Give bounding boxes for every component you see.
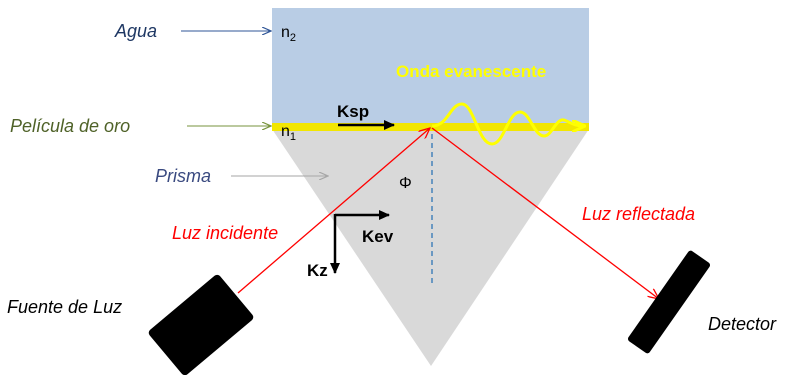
gold-film — [272, 123, 589, 131]
detector-box — [627, 250, 711, 354]
ksp-label: Ksp — [337, 102, 369, 121]
n2-sub: 2 — [290, 32, 296, 44]
fuente-label: Fuente de Luz — [7, 297, 122, 317]
luz-reflectada-label: Luz reflectada — [582, 204, 695, 224]
kev-label: Kev — [362, 227, 394, 246]
phi-label: Φ — [399, 175, 412, 192]
prisma-label: Prisma — [155, 166, 211, 186]
n2-label: n2 — [281, 24, 296, 44]
prism-shape — [272, 129, 589, 366]
detector-label: Detector — [708, 314, 777, 334]
kz-label: Kz — [307, 261, 328, 280]
n1-base: n — [281, 123, 290, 140]
luz-incidente-label: Luz incidente — [172, 223, 278, 243]
evanescent-wave — [431, 102, 584, 146]
n2-base: n — [281, 24, 290, 41]
light-source — [148, 274, 254, 375]
pelicula-label: Película de oro — [10, 116, 130, 136]
n1-sub: 1 — [290, 131, 296, 143]
n1-label: n1 — [281, 123, 296, 143]
incident-ray — [237, 128, 430, 294]
agua-label: Agua — [114, 21, 157, 41]
reflected-ray — [431, 127, 659, 299]
water-region — [272, 8, 589, 126]
onda-label: Onda evanescente — [396, 62, 546, 81]
